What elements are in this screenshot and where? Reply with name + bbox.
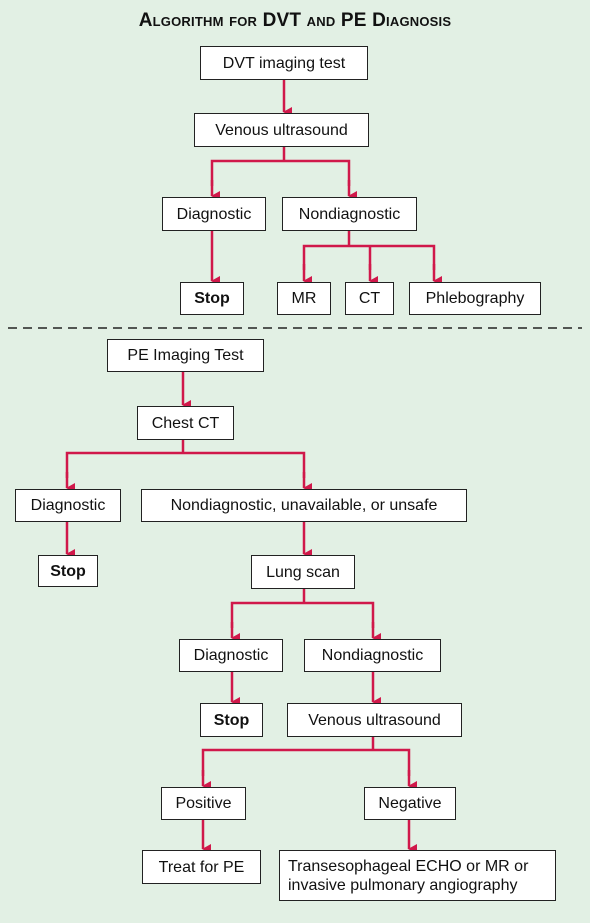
branch-pe-chest-ct (65, 439, 306, 478)
node-pe-negative: Negative (364, 787, 456, 820)
node-pe-stop-1: Stop (38, 555, 98, 587)
node-pe-diagnostic: Diagnostic (15, 489, 121, 522)
final-options-line-2: invasive pulmonary angiography (288, 876, 518, 894)
node-dvt-stop: Stop (180, 282, 244, 315)
node-pe-imaging-test: PE Imaging Test (107, 339, 264, 372)
node-dvt-nondiagnostic: Nondiagnostic (282, 197, 417, 231)
node-pe-lung-scan: Lung scan (251, 555, 355, 589)
node-pe-nondiagnostic-2: Nondiagnostic (304, 639, 441, 672)
final-options-line-1: Transesophageal ECHO or MR or (288, 857, 529, 875)
diagram-title: Algorithm for DVT and PE Diagnosis (138, 10, 452, 31)
node-pe-stop-2: Stop (200, 703, 263, 737)
node-pe-chest-ct: Chest CT (137, 406, 234, 440)
branch-pe-ultrasound (201, 736, 411, 776)
node-pe-nondiagnostic-unavailable-unsafe: Nondiagnostic, unavailable, or unsafe (141, 489, 467, 522)
node-pe-final-options: Transesophageal ECHO or MR or invasive p… (279, 850, 556, 901)
branch-pe-lung-scan (230, 588, 375, 628)
node-pe-venous-ultrasound: Venous ultrasound (287, 703, 462, 737)
node-dvt-diagnostic: Diagnostic (162, 197, 266, 231)
node-dvt-ct: CT (345, 282, 394, 315)
branch-dvt-ultrasound (210, 146, 351, 186)
node-pe-diagnostic-2: Diagnostic (179, 639, 283, 672)
node-dvt-mr: MR (277, 282, 331, 315)
node-dvt-venous-ultrasound: Venous ultrasound (194, 113, 369, 147)
node-pe-positive: Positive (161, 787, 246, 820)
node-dvt-phlebography: Phlebography (409, 282, 541, 315)
node-dvt-imaging-test: DVT imaging test (200, 46, 368, 80)
node-pe-treat-for-pe: Treat for PE (142, 850, 261, 884)
